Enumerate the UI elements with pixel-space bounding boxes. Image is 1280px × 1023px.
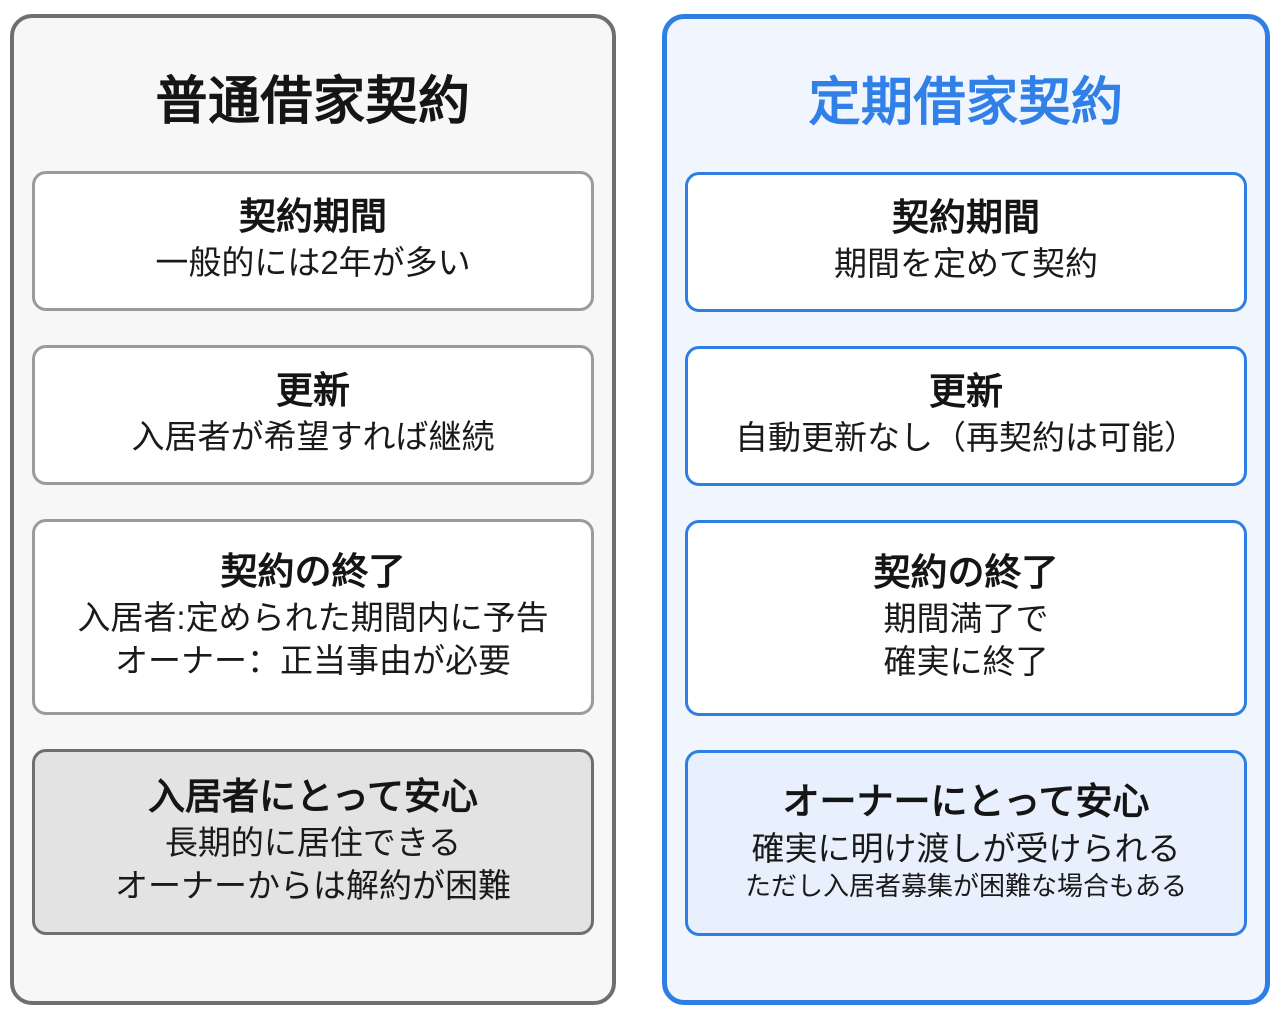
card-line: 入居者:定められた期間内に予告 xyxy=(77,598,549,636)
card-fixed-renewal: 更新 自動更新なし（再契約は可能） xyxy=(685,346,1247,487)
card-standard-renewal: 更新 入居者が希望すれば継続 xyxy=(32,345,594,486)
card-list-fixed-term: 契約期間 期間を定めて契約 更新 自動更新なし（再契約は可能） 契約の終了 期間… xyxy=(685,172,1247,980)
card-fixed-termination: 契約の終了 期間満了で 確実に終了 xyxy=(685,520,1247,717)
card-list-standard: 契約期間 一般的には2年が多い 更新 入居者が希望すれば継続 契約の終了 入居者… xyxy=(32,171,594,981)
card-line: 確実に明け渡しが受けられる xyxy=(751,829,1181,867)
card-title: 契約期間 xyxy=(239,196,387,238)
card-title: 更新 xyxy=(929,371,1003,413)
panel-standard-lease: 普通借家契約 契約期間 一般的には2年が多い 更新 入居者が希望すれば継続 契約… xyxy=(10,14,616,1005)
card-title: 契約期間 xyxy=(892,197,1040,239)
card-standard-contract-period: 契約期間 一般的には2年が多い xyxy=(32,171,594,312)
card-line: 自動更新なし（再契約は可能） xyxy=(735,419,1197,457)
panel-fixed-term-lease: 定期借家契約 契約期間 期間を定めて契約 更新 自動更新なし（再契約は可能） 契… xyxy=(662,14,1270,1005)
panel-title-fixed-term: 定期借家契約 xyxy=(808,74,1124,132)
card-line: 期間満了で xyxy=(883,599,1049,637)
card-line: 長期的に居住できる xyxy=(164,823,462,861)
card-line: 期間を定めて契約 xyxy=(834,245,1098,283)
card-line: オーナーからは解約が困難 xyxy=(115,866,511,904)
card-title: オーナーにとって安心 xyxy=(782,781,1150,823)
card-standard-termination: 契約の終了 入居者:定められた期間内に予告 オーナー：正当事由が必要 xyxy=(32,519,594,716)
card-line: 確実に終了 xyxy=(883,642,1049,680)
card-line: 一般的には2年が多い xyxy=(155,244,471,282)
card-line: オーナー：正当事由が必要 xyxy=(115,641,511,679)
card-title: 契約の終了 xyxy=(220,550,406,592)
card-standard-summary: 入居者にとって安心 長期的に居住できる オーナーからは解約が困難 xyxy=(32,749,594,936)
card-line: 入居者が希望すれば継続 xyxy=(131,418,495,456)
card-title: 入居者にとって安心 xyxy=(147,775,479,817)
card-note: ただし入居者募集が困難な場合もある xyxy=(744,871,1187,902)
card-fixed-summary: オーナーにとって安心 確実に明け渡しが受けられる ただし入居者募集が困難な場合も… xyxy=(685,750,1247,937)
card-fixed-contract-period: 契約期間 期間を定めて契約 xyxy=(685,172,1247,313)
card-title: 契約の終了 xyxy=(873,551,1059,593)
card-title: 更新 xyxy=(276,370,350,412)
panel-title-standard: 普通借家契約 xyxy=(155,73,471,131)
